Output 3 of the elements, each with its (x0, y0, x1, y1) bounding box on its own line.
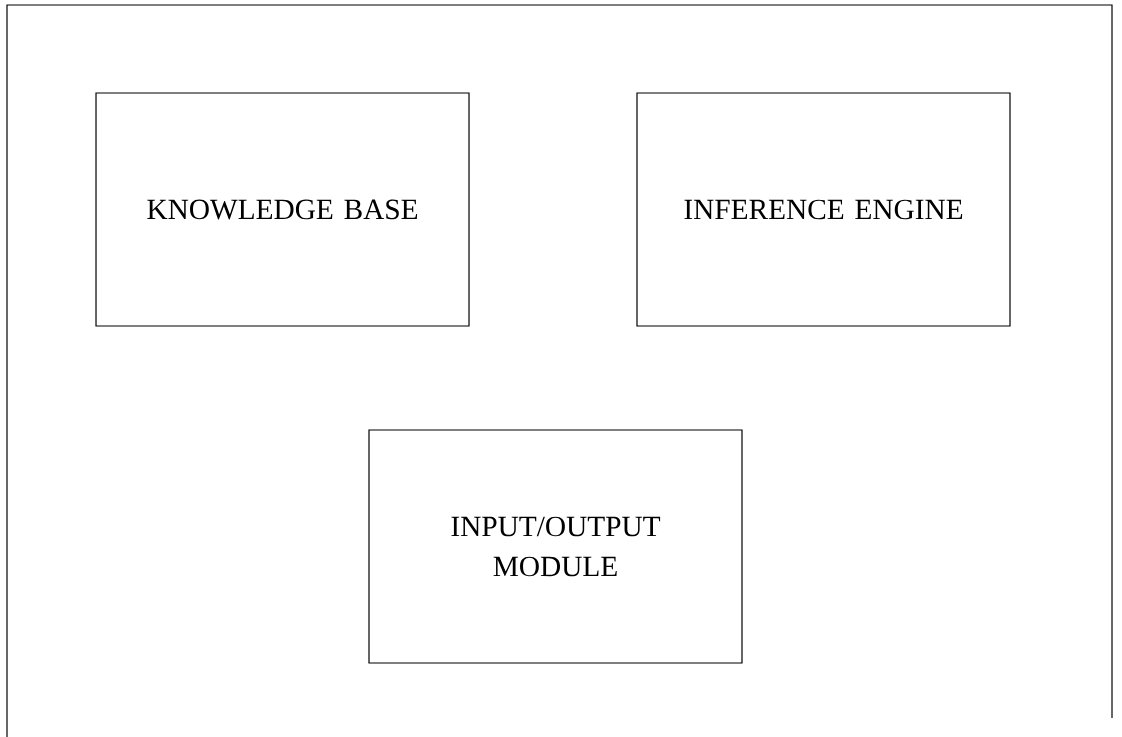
module-box: INFERENCE ENGINE (636, 92, 1011, 327)
module-box: KNOWLEDGE BASE (95, 92, 470, 327)
module-box: INPUT/OUTPUT MODULE (368, 429, 743, 664)
